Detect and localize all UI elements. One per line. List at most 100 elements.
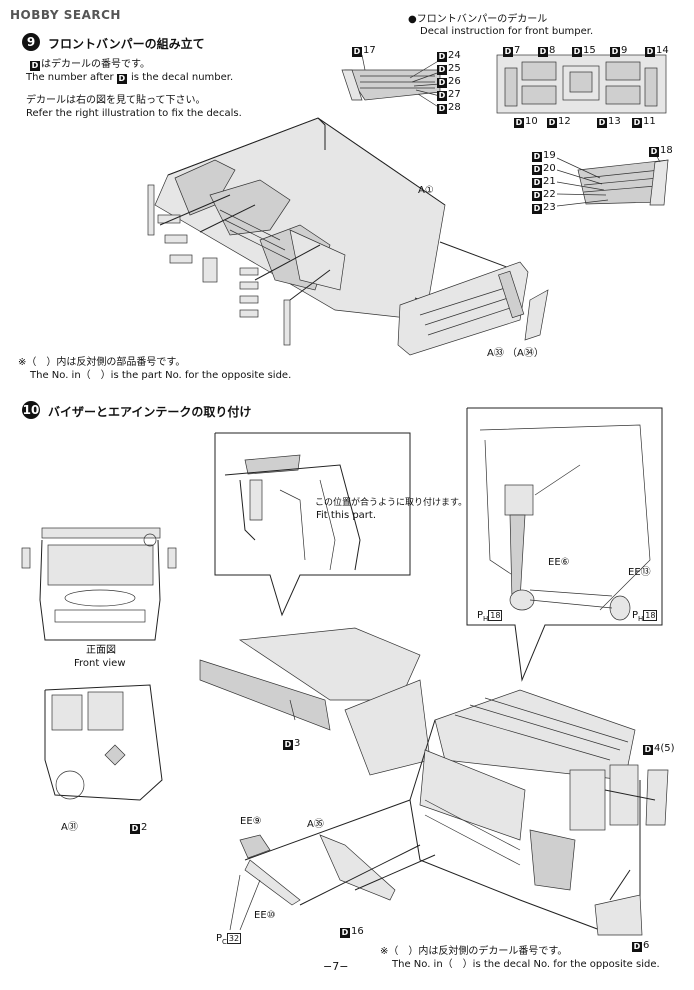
- part-number: ㉞）: [523, 348, 544, 359]
- part-number: ㉝: [493, 348, 504, 359]
- decal-diagram-top: [496, 54, 667, 114]
- decal-number: 18: [660, 145, 673, 156]
- part-number: ⑬: [640, 567, 651, 578]
- step-9-title: フロントバンパーの組み立て: [48, 37, 205, 51]
- part-subscript: C: [222, 938, 227, 946]
- watermark-logo: HOBBY SEARCH: [10, 8, 121, 22]
- watermark-text: HOBBY SEARCH: [10, 8, 121, 22]
- decal-prefix-icon: D: [437, 65, 447, 75]
- front-view-label-ja: 正面図: [86, 645, 116, 656]
- decal-number: 14: [656, 45, 669, 56]
- part-letter: A: [418, 185, 425, 196]
- decal-number: 8: [549, 45, 556, 56]
- cab-detail-inset: [466, 407, 663, 682]
- decal-number: 23: [543, 202, 556, 213]
- part-label-ee10: EE⑩: [254, 910, 276, 922]
- decal-diagram-left: [341, 69, 441, 101]
- decal-prefix-icon: D: [532, 191, 542, 201]
- part-label-ee6: EE⑥: [548, 557, 570, 569]
- part-number: ①: [424, 185, 434, 196]
- part-label-ee13: EE⑬: [628, 567, 651, 579]
- part-letter: A: [487, 348, 494, 359]
- decal-number: 4: [654, 743, 661, 754]
- decal-prefix-icon: D: [649, 147, 659, 157]
- part-label-a31: A㉛: [61, 822, 78, 834]
- decal-instruction-en: Refer the right illustration to fix the …: [26, 108, 242, 119]
- part-number: 32: [226, 933, 242, 944]
- decal-number: 22: [543, 189, 556, 200]
- decal-prefix-icon: D: [643, 745, 653, 755]
- step-10-footnote-en: The No. in（ ）is the decal No. for the op…: [392, 959, 660, 970]
- decal-number: 16: [351, 926, 364, 937]
- part-label-a1: A①: [418, 185, 434, 197]
- page-number: −7−: [323, 960, 349, 973]
- cab-drawing: [409, 689, 669, 936]
- decal-number: 7: [514, 45, 521, 56]
- decal-prefix-icon: D: [283, 740, 293, 750]
- decal-note-en-pre: The number after: [26, 72, 114, 83]
- decal-prefix-icon: D: [597, 118, 607, 128]
- decal-prefix-icon: D: [352, 47, 362, 57]
- decal-prefix-icon: D: [532, 204, 542, 214]
- part-number: 18: [643, 610, 658, 621]
- front-view-label-en: Front view: [74, 658, 126, 669]
- part-number: ㉛: [67, 822, 78, 833]
- step-10-number: 10: [22, 401, 40, 419]
- decal-prefix-icon: D: [340, 928, 350, 938]
- decal-prefix-icon: D: [437, 91, 447, 101]
- callout-box: [214, 432, 411, 617]
- decal-prefix-icon: D: [532, 165, 542, 175]
- side-view-drawing: [44, 684, 163, 801]
- decal-number: 15: [583, 45, 596, 56]
- part-letter: EE: [254, 910, 267, 921]
- part-letter: EE: [548, 557, 561, 568]
- part-label-a35: A㉟: [307, 819, 324, 831]
- decal-number: 27: [448, 89, 461, 100]
- decal-prefix-icon: D: [437, 104, 447, 114]
- decal-prefix-icon: D: [532, 178, 542, 188]
- part-number: 18: [488, 610, 503, 621]
- decal-number: 10: [525, 116, 538, 127]
- decal-diagram-right: [577, 159, 669, 206]
- part-letter: P: [632, 610, 639, 621]
- decal-number: 9: [621, 45, 628, 56]
- front-view-drawing: [21, 527, 177, 641]
- part-letter: EE: [240, 816, 253, 827]
- decal-heading-en: Decal instruction for front bumper.: [420, 26, 594, 37]
- part-number: ㉟: [313, 819, 324, 830]
- decal-number: 28: [448, 102, 461, 113]
- small-parts-drawing: [229, 834, 396, 931]
- part-letter: A: [61, 822, 68, 833]
- part-letter: （A: [507, 348, 524, 359]
- part-label-ee9: EE⑨: [240, 816, 262, 828]
- step-10-title: バイザーとエアインテークの取り付け: [48, 405, 252, 419]
- part-label-a33: A㉝ （A㉞）: [487, 348, 544, 360]
- decal-number: 11: [643, 116, 656, 127]
- decal-prefix-icon: D: [572, 47, 582, 57]
- decal-number: 17: [363, 45, 376, 56]
- fit-note-ja: この位置が合うように取り付けます。: [315, 498, 468, 508]
- decal-number-opposite: (5): [660, 743, 675, 754]
